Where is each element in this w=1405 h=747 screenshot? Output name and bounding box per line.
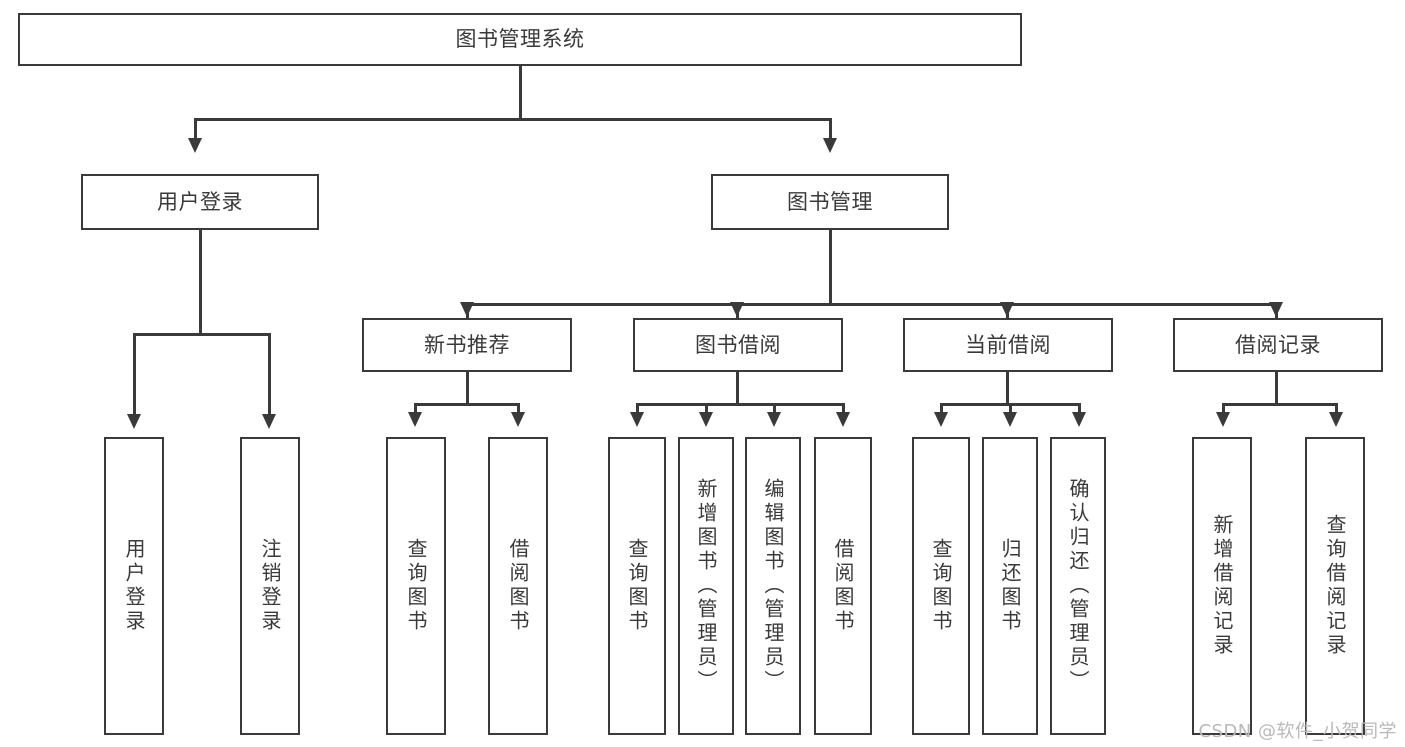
arrowhead-current-leaf-3 <box>1072 412 1086 427</box>
arrowhead-to-current-borrow <box>1000 302 1014 317</box>
connector-recommend-drop-1 <box>414 403 417 417</box>
node-label: 确认归还（管理员） <box>1066 478 1090 694</box>
node-label: 当前借阅 <box>965 332 1051 357</box>
node-label: 查询图书 <box>625 538 649 634</box>
node-label: 借阅图书 <box>831 538 855 634</box>
connector-recommend-drop-2 <box>517 403 520 417</box>
leaf-current-confirm-return-admin[interactable]: 确认归还（管理员） <box>1050 437 1106 735</box>
csdn-watermark: CSDN @软件_小贺同学 <box>1198 721 1397 742</box>
arrowhead-borrow-leaf-1 <box>630 412 644 427</box>
connector-borrow-drop-2 <box>705 403 708 417</box>
node-label: 注销登录 <box>258 538 282 634</box>
node-new-book-recommend[interactable]: 新书推荐 <box>362 318 572 372</box>
arrowhead-record-leaf-2 <box>1329 412 1343 427</box>
leaf-record-add-borrow-record[interactable]: 新增借阅记录 <box>1192 437 1252 735</box>
arrowhead-borrow-leaf-2 <box>699 412 713 427</box>
connector-root-to-user-login <box>194 118 197 140</box>
connector-root-bus <box>194 118 832 121</box>
connector-borrow-drop-3 <box>773 403 776 417</box>
node-borrow-record[interactable]: 借阅记录 <box>1173 318 1383 372</box>
connector-user-login-drop-1 <box>133 333 136 416</box>
connector-borrow-stem <box>736 372 739 405</box>
arrowhead-current-leaf-1 <box>934 412 948 427</box>
leaf-borrow-edit-book-admin[interactable]: 编辑图书（管理员） <box>745 437 801 735</box>
node-label: 借阅图书 <box>506 538 530 634</box>
connector-current-stem <box>1006 372 1009 405</box>
connector-recommend-stem <box>466 372 469 405</box>
connector-root-stem <box>519 66 522 120</box>
connector-borrow-drop-1 <box>636 403 639 417</box>
leaf-user-login[interactable]: 用户登录 <box>104 437 164 735</box>
arrowhead-to-book-borrow <box>730 302 744 317</box>
connector-user-login-bus <box>133 333 270 336</box>
leaf-recommend-query-book[interactable]: 查询图书 <box>386 437 446 735</box>
arrowhead-borrow-leaf-3 <box>767 412 781 427</box>
leaf-recommend-borrow-book[interactable]: 借阅图书 <box>488 437 548 735</box>
node-book-management[interactable]: 图书管理 <box>711 174 949 230</box>
leaf-borrow-add-book-admin[interactable]: 新增图书（管理员） <box>678 437 734 735</box>
arrowhead-to-new-book-recommend <box>460 302 474 317</box>
leaf-current-query-book[interactable]: 查询图书 <box>912 437 970 735</box>
node-label: 图书管理系统 <box>455 27 585 52</box>
connector-borrow-bus <box>636 403 844 406</box>
node-label: 新增图书（管理员） <box>694 478 718 694</box>
arrowhead-to-borrow-record <box>1269 302 1283 317</box>
arrowhead-user-login-leaf-1 <box>127 414 141 429</box>
arrowhead-record-leaf-1 <box>1216 412 1230 427</box>
node-label: 归还图书 <box>998 538 1022 634</box>
connector-recommend-bus <box>414 403 519 406</box>
connector-record-bus <box>1222 403 1337 406</box>
node-label: 查询图书 <box>404 538 428 634</box>
connector-current-drop-2 <box>1009 403 1012 417</box>
node-label: 用户登录 <box>122 538 146 634</box>
connector-borrow-drop-4 <box>842 403 845 417</box>
arrowhead-borrow-leaf-4 <box>836 412 850 427</box>
node-label: 借阅记录 <box>1235 332 1321 357</box>
connector-record-drop-2 <box>1335 403 1338 417</box>
arrowhead-root-to-user-login <box>188 138 202 153</box>
node-current-borrow[interactable]: 当前借阅 <box>903 318 1113 372</box>
leaf-current-return-book[interactable]: 归还图书 <box>982 437 1038 735</box>
node-label: 编辑图书（管理员） <box>761 478 785 694</box>
arrowhead-recommend-leaf-2 <box>511 412 525 427</box>
node-book-borrow[interactable]: 图书借阅 <box>633 318 843 372</box>
node-root-book-management-system[interactable]: 图书管理系统 <box>18 13 1022 66</box>
node-label: 查询图书 <box>929 538 953 634</box>
leaf-logout-login[interactable]: 注销登录 <box>240 437 300 735</box>
connector-user-login-stem <box>199 230 202 335</box>
arrowhead-recommend-leaf-1 <box>408 412 422 427</box>
leaf-borrow-borrow-book[interactable]: 借阅图书 <box>814 437 872 735</box>
connector-record-drop-1 <box>1222 403 1225 417</box>
node-label: 查询借阅记录 <box>1323 514 1347 658</box>
connector-root-to-book-manage <box>829 118 832 140</box>
connector-user-login-drop-2 <box>268 333 271 416</box>
connector-record-stem <box>1275 372 1278 405</box>
arrowhead-root-to-book-manage <box>823 138 837 153</box>
connector-book-manage-stem <box>829 230 832 305</box>
node-user-login[interactable]: 用户登录 <box>81 174 319 230</box>
leaf-record-query-borrow-record[interactable]: 查询借阅记录 <box>1305 437 1365 735</box>
connector-book-manage-bus <box>466 303 1277 306</box>
leaf-borrow-query-book[interactable]: 查询图书 <box>608 437 666 735</box>
connector-current-drop-3 <box>1078 403 1081 417</box>
node-label: 新书推荐 <box>424 332 510 357</box>
connector-current-drop-1 <box>940 403 943 417</box>
node-label: 图书管理 <box>787 189 873 214</box>
arrowhead-current-leaf-2 <box>1003 412 1017 427</box>
arrowhead-user-login-leaf-2 <box>262 414 276 429</box>
node-label: 图书借阅 <box>695 332 781 357</box>
node-label: 新增借阅记录 <box>1210 514 1234 658</box>
node-label: 用户登录 <box>157 189 243 214</box>
